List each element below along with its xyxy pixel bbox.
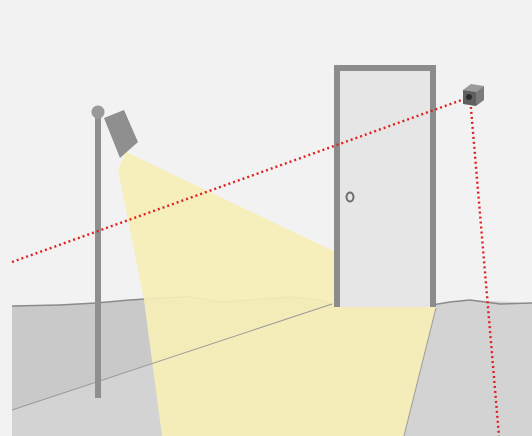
door-panel — [340, 71, 430, 307]
lamp-pole-cap — [92, 106, 105, 119]
sensor-lens — [466, 94, 472, 100]
door-icon — [334, 65, 436, 307]
lamp-pole — [95, 114, 101, 398]
